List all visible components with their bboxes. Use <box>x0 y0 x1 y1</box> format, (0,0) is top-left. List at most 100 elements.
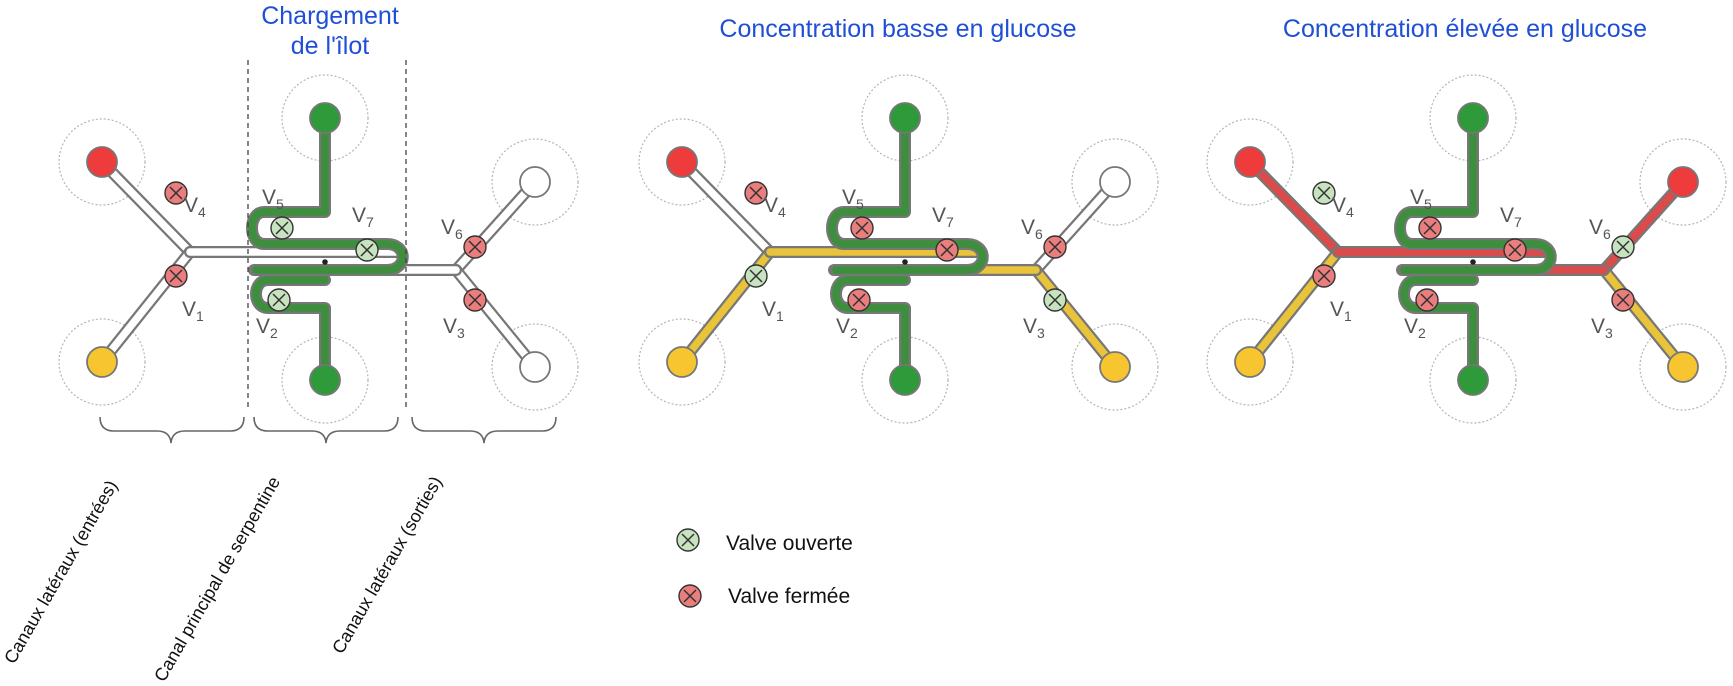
port-center-bottom <box>889 364 921 396</box>
port-center-top <box>1457 102 1489 134</box>
legend-open-valve-symbol <box>676 528 700 552</box>
port-ring-center_top <box>1429 74 1517 162</box>
valve-label-v3: V3 <box>443 315 465 341</box>
valve-v5-icon <box>850 216 874 240</box>
valve-v2-icon <box>1415 288 1439 312</box>
valve-v4-icon <box>1312 181 1336 205</box>
valve-label-v2: V2 <box>836 315 858 341</box>
valve-label-v7: V7 <box>932 204 954 230</box>
port-ring-left_top <box>638 118 726 206</box>
port-ring-left_top <box>58 118 146 206</box>
serpentine-top-loop <box>828 114 987 274</box>
valve-v2-icon <box>847 288 871 312</box>
port-ring-right_top <box>1639 138 1727 226</box>
serpentine-bottom-loop <box>252 276 329 384</box>
channel-outlet-bottom <box>1032 266 1119 371</box>
legend-open-valve-icon <box>676 528 700 552</box>
valve-label-v3: V3 <box>1591 315 1613 341</box>
brace-outlets <box>411 416 557 444</box>
valve-v5-icon <box>270 216 294 240</box>
port-ring-right_top <box>1071 138 1159 226</box>
valve-label-v2: V2 <box>1404 315 1426 341</box>
serpentine-bottom-loop <box>832 276 909 384</box>
valve-label-v4: V4 <box>764 194 786 220</box>
channel-outlet-bottom <box>452 266 539 371</box>
channel-outlet-bottom <box>1600 266 1687 371</box>
valve-label-v6: V6 <box>1589 216 1611 242</box>
valve-v5-icon <box>1418 216 1442 240</box>
legend-closed-valve-icon <box>678 584 702 608</box>
valve-v7-icon <box>355 238 379 262</box>
port-ring-left_top <box>1206 118 1294 206</box>
port-ring-right_bottom <box>1639 323 1727 411</box>
valve-v3-icon <box>463 288 487 312</box>
valve-label-v4: V4 <box>1332 194 1354 220</box>
valve-label-v5: V5 <box>1410 186 1432 212</box>
port-left-top <box>1234 146 1266 178</box>
valve-label-v3: V3 <box>1023 315 1045 341</box>
region-label-inlets: Canaux latéraux (entrées) <box>0 477 121 667</box>
channel-outlet-top <box>452 178 539 274</box>
channel-inlet-top <box>98 158 194 256</box>
port-right-bottom <box>519 351 551 383</box>
port-ring-left_bottom <box>1206 318 1294 406</box>
brace-serpentine <box>253 416 399 444</box>
valve-v1-icon <box>164 264 188 288</box>
legend-open-label: Valve ouverte <box>726 532 853 555</box>
port-right-top <box>1099 166 1131 198</box>
serpentine-bottom-loop <box>1400 276 1477 384</box>
port-ring-center_top <box>281 74 369 162</box>
valve-v6-icon <box>463 235 487 259</box>
port-ring-left_bottom <box>58 318 146 406</box>
channel-inlet-top <box>678 158 774 256</box>
islet-marker <box>1470 259 1476 265</box>
port-right-top <box>1667 166 1699 198</box>
legend-closed-valve-symbol <box>678 584 702 608</box>
port-center-top <box>309 102 341 134</box>
port-ring-right_bottom <box>1071 323 1159 411</box>
valve-label-v1: V1 <box>762 298 784 324</box>
port-ring-right_bottom <box>491 323 579 411</box>
valve-v3-icon <box>1611 288 1635 312</box>
valve-label-v6: V6 <box>441 216 463 242</box>
port-center-bottom <box>1457 364 1489 396</box>
valve-v4-icon <box>164 181 188 205</box>
islet-marker <box>902 259 908 265</box>
valve-v7-icon <box>935 238 959 262</box>
port-ring-center_bottom <box>1429 336 1517 424</box>
valve-v6-icon <box>1043 235 1067 259</box>
port-right-bottom <box>1667 351 1699 383</box>
panel-1-title-line-1: Chargement <box>261 2 399 30</box>
channel-inlet-top <box>1246 158 1342 256</box>
valve-v7-icon <box>1503 238 1527 262</box>
valve-v2-icon <box>267 288 291 312</box>
port-right-bottom <box>1099 351 1131 383</box>
port-right-top <box>519 166 551 198</box>
channel-outlet-top <box>1600 178 1687 274</box>
port-center-top <box>889 102 921 134</box>
valve-label-v7: V7 <box>352 204 374 230</box>
valve-label-v4: V4 <box>184 194 206 220</box>
valve-label-v5: V5 <box>262 186 284 212</box>
port-ring-right_top <box>491 138 579 226</box>
port-ring-center_bottom <box>861 336 949 424</box>
legend-closed-label: Valve fermée <box>728 585 850 608</box>
valve-label-v1: V1 <box>182 298 204 324</box>
channel-outlet-top <box>1032 178 1119 274</box>
valve-label-v1: V1 <box>1330 298 1352 324</box>
port-left-top <box>86 146 118 178</box>
valve-v6-icon <box>1611 235 1635 259</box>
valve-label-v6: V6 <box>1021 216 1043 242</box>
port-ring-center_top <box>861 74 949 162</box>
valve-v3-icon <box>1043 288 1067 312</box>
port-ring-left_bottom <box>638 318 726 406</box>
serpentine-top-loop <box>248 114 407 274</box>
valve-v1-icon <box>1312 264 1336 288</box>
valve-v4-icon <box>744 181 768 205</box>
valve-label-v7: V7 <box>1500 204 1522 230</box>
port-left-bottom <box>86 346 118 378</box>
valve-label-v5: V5 <box>842 186 864 212</box>
